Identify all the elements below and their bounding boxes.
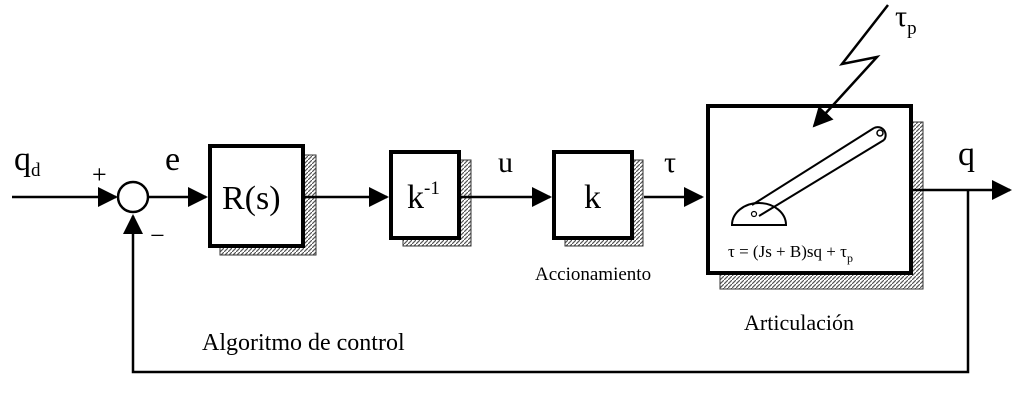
control-signal-label: u [498,146,513,179]
plus-sign: + [92,160,107,189]
gain-block [552,150,634,240]
gain-label: k [584,179,601,216]
controller-label: R(s) [222,180,281,217]
robot-arm-icon [730,126,887,226]
disturbance-label: τp [895,0,917,39]
minus-sign: − [150,221,165,250]
disturbance-arrow [812,4,889,128]
inverse-gain-block [389,150,461,240]
torque-label: τ [664,146,676,179]
feedback-line [123,190,970,374]
algorithm-caption: Algoritmo de control [202,330,405,356]
inverse-gain-label: k-1 [407,178,440,216]
joint-equation: τ = (Js + B)sq + τp [728,242,853,265]
actuator-caption: Accionamiento [535,264,651,285]
input-label: qd [14,141,41,181]
summing-junction [116,180,150,214]
error-label: e [165,141,180,178]
joint-caption: Articulación [744,310,854,335]
output-label: q [958,136,975,173]
